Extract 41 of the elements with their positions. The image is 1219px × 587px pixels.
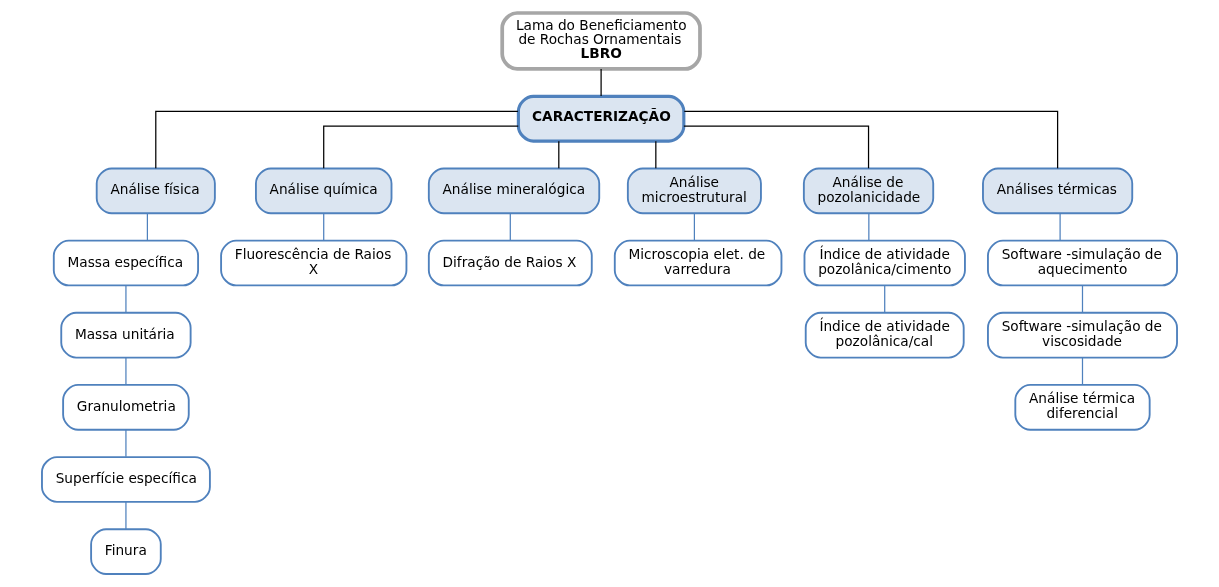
- connector: [146, 212, 148, 241]
- connector: [600, 68, 602, 97]
- node-box: Microscopia elet. de varredura: [613, 239, 783, 287]
- node-box: Finura: [90, 528, 162, 575]
- connector: [155, 110, 519, 169]
- node-box: CARACTERIZAÇÃO: [516, 94, 686, 143]
- connector: [693, 212, 695, 241]
- node-box: Massa unitária: [60, 311, 192, 359]
- node-box: Superfície específica: [41, 456, 211, 503]
- node-box: Fluorescência de Raios X: [220, 239, 408, 287]
- node-box: Granulometria: [62, 384, 190, 431]
- node-box: Índice de atividade pozolânica/cimento: [803, 239, 966, 287]
- node-box: Massa específica: [52, 239, 199, 287]
- connector: [1081, 284, 1084, 314]
- connector: [884, 284, 886, 314]
- node-box: Análise microestrutural: [626, 167, 762, 215]
- node-box: Lama do Beneficiamento de Rochas Ornamentais LBRO: [500, 11, 702, 71]
- connector: [125, 429, 127, 458]
- connector: [683, 125, 870, 169]
- node-box: Software -simulação de aquecimento: [987, 239, 1178, 287]
- node-box: Software -simulação de viscosidade: [987, 311, 1178, 359]
- connector: [1081, 357, 1084, 386]
- node-box: Análise mineralógica: [427, 167, 601, 215]
- node-box: Índice de atividade pozolânica/cal: [804, 311, 965, 359]
- node-box: Análise térmica diferencial: [1014, 384, 1151, 431]
- connector: [125, 501, 127, 530]
- connector: [125, 357, 127, 386]
- node-box: Difração de Raios X: [427, 239, 593, 287]
- connector: [683, 110, 1059, 169]
- connector: [509, 212, 511, 241]
- connector: [558, 140, 560, 169]
- connector: [323, 125, 519, 169]
- connector: [655, 140, 657, 169]
- connector: [323, 212, 325, 241]
- node-box: Análises térmicas: [982, 167, 1134, 215]
- node-box: Análise física: [95, 167, 216, 215]
- connector: [868, 212, 870, 241]
- connector: [1059, 212, 1061, 241]
- node-box: Análise de pozolanicidade: [802, 167, 935, 215]
- node-box: Análise química: [255, 167, 393, 215]
- connector: [125, 284, 127, 314]
